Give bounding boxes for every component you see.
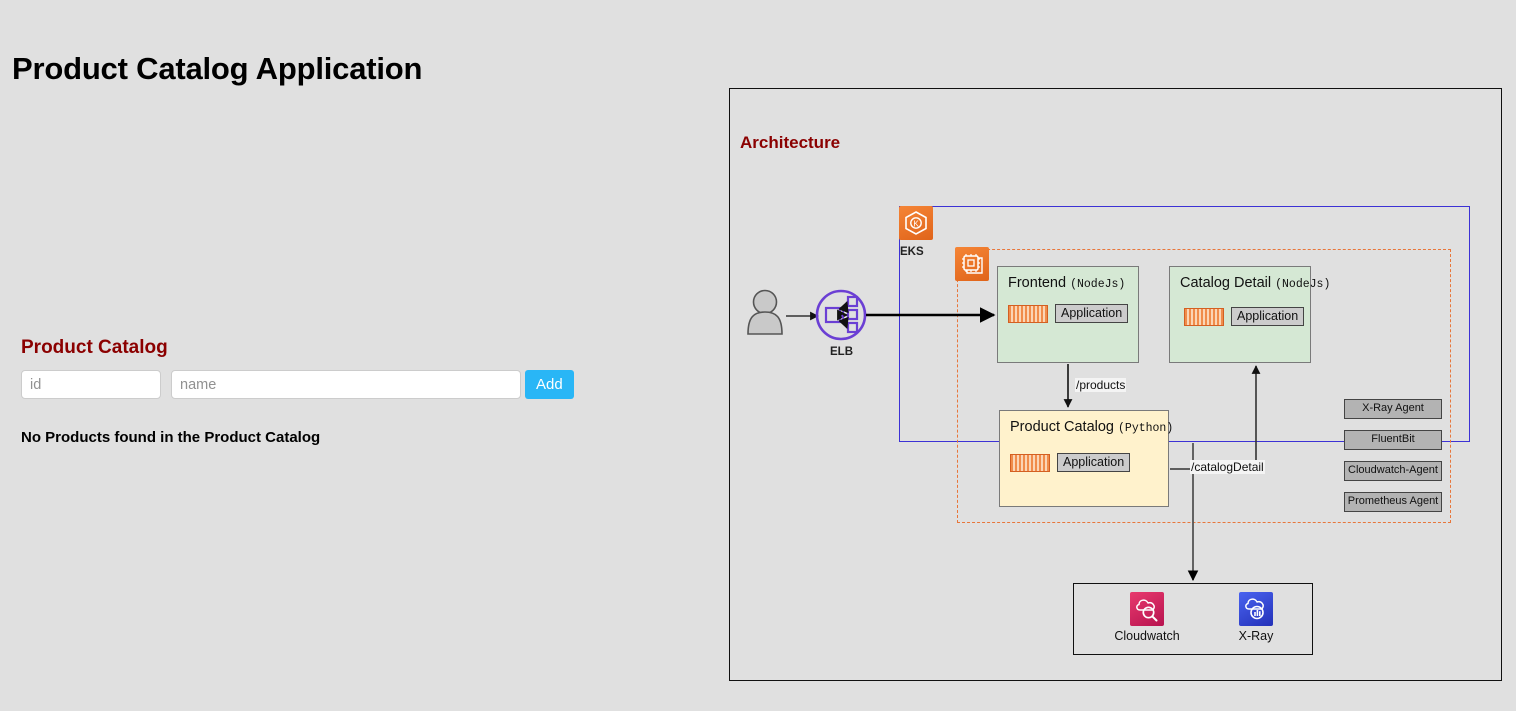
application-badge: Application [1231, 307, 1305, 326]
service-title-catalog-detail: Catalog Detail (NodeJs) [1180, 275, 1331, 291]
monitoring-label-xray: X-Ray [1238, 629, 1274, 643]
service-title-product-catalog: Product Catalog (Python) [1010, 419, 1174, 435]
monitoring-services-box: Cloudwatch X-Ray [1073, 583, 1313, 655]
svg-text:K: K [913, 220, 919, 229]
add-product-form: Add [21, 370, 574, 399]
container-icon [1010, 453, 1050, 472]
agent-button-prometheus[interactable]: Prometheus Agent [1344, 492, 1442, 512]
eks-nodegroup-boundary [957, 249, 1451, 523]
application-badge: Application [1057, 453, 1131, 472]
elb-label: ELB [830, 346, 853, 358]
service-box-frontend[interactable]: Frontend (NodeJs) Application [997, 266, 1139, 363]
architecture-panel: Architecture [729, 88, 1502, 681]
product-catalog-heading: Product Catalog [21, 336, 168, 358]
container-icon [1008, 304, 1048, 323]
empty-catalog-message: No Products found in the Product Catalog [21, 429, 321, 446]
user-icon [747, 289, 783, 335]
agent-button-xray[interactable]: X-Ray Agent [1344, 399, 1442, 419]
monitoring-label-cloudwatch: Cloudwatch [1114, 629, 1180, 643]
service-title-frontend: Frontend (NodeJs) [1008, 275, 1126, 291]
page-title: Product Catalog Application [12, 50, 423, 86]
eks-nodegroup-icon [955, 247, 989, 281]
monitoring-item-xray[interactable]: X-Ray [1216, 592, 1296, 643]
agent-button-fluentbit[interactable]: FluentBit [1344, 430, 1442, 450]
edge-label-products: /products [1075, 378, 1127, 392]
agent-button-cloudwatch[interactable]: Cloudwatch-Agent [1344, 461, 1442, 481]
add-product-button[interactable]: Add [525, 370, 574, 399]
service-box-product-catalog[interactable]: Product Catalog (Python) Application [999, 410, 1173, 507]
product-id-input[interactable] [21, 370, 161, 399]
eks-label: EKS [900, 246, 924, 258]
service-box-catalog-detail[interactable]: Catalog Detail (NodeJs) Application [1169, 266, 1330, 363]
container-icon [1184, 307, 1224, 326]
product-name-input[interactable] [171, 370, 521, 399]
elb-icon [815, 289, 867, 341]
cloudwatch-icon [1130, 592, 1164, 626]
architecture-heading: Architecture [740, 133, 841, 153]
xray-icon [1239, 592, 1273, 626]
eks-icon: K [899, 206, 933, 240]
application-badge: Application [1055, 304, 1129, 323]
monitoring-item-cloudwatch[interactable]: Cloudwatch [1107, 592, 1187, 643]
edge-label-catalog-detail: /catalogDetail [1190, 460, 1265, 474]
